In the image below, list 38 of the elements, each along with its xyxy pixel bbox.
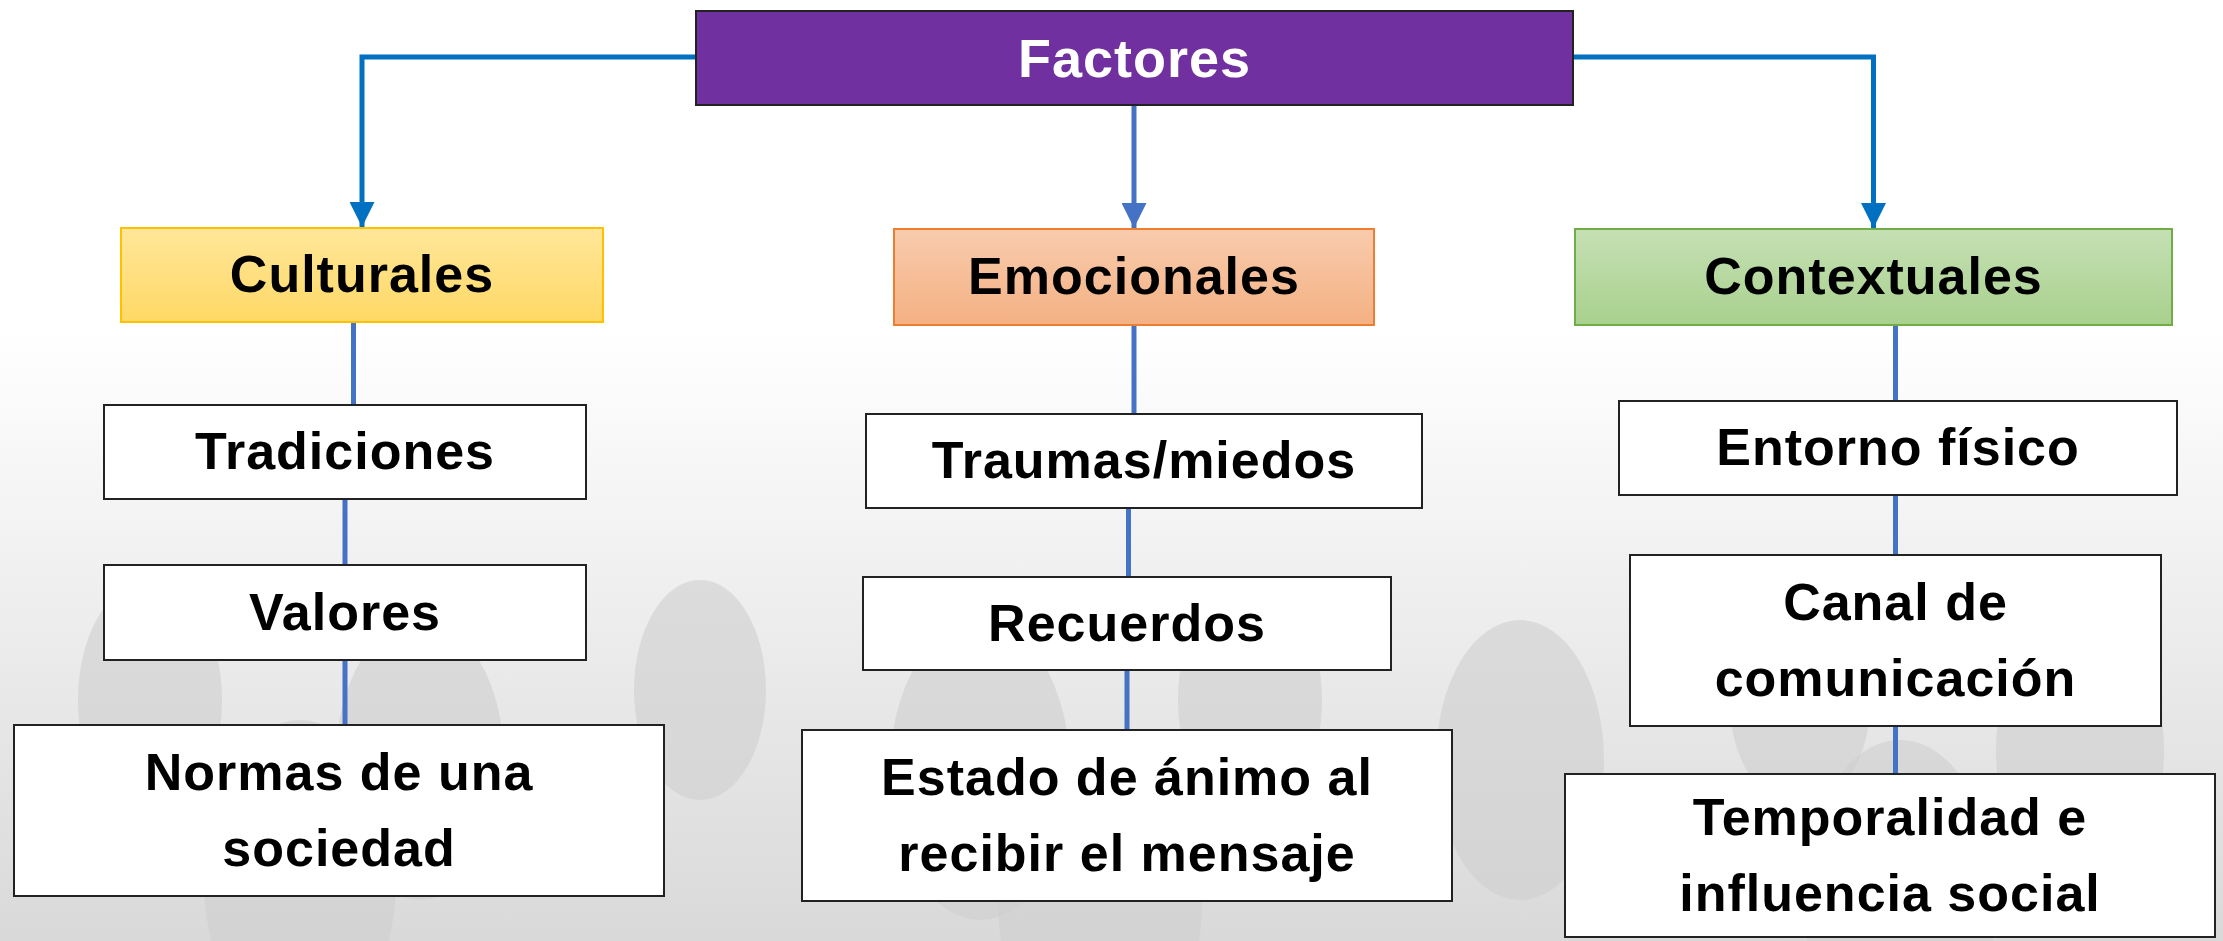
- box-label: Culturales: [229, 244, 495, 306]
- box-label: Entorno físico: [1716, 417, 2080, 479]
- box-label: Emocionales: [968, 246, 1300, 308]
- box-label: Tradiciones: [195, 421, 495, 483]
- box-label: Recuerdos: [988, 592, 1266, 654]
- category-box: [120, 227, 604, 323]
- arrow: [1574, 54, 1886, 228]
- arrow: [1121, 106, 1147, 228]
- connector-line: [342, 661, 348, 724]
- factor-box: [103, 404, 587, 500]
- box-label: Temporalidad e influencia social: [1678, 787, 2102, 924]
- connector-line: [1131, 326, 1137, 413]
- box-label: Canal de comunicación: [1713, 572, 2078, 709]
- factor-box: [103, 564, 587, 661]
- factor-box: [862, 576, 1392, 671]
- box-label: Factores: [1017, 26, 1252, 90]
- factor-box: [1564, 773, 2216, 938]
- category-box: [893, 228, 1375, 326]
- connector-line: [1126, 509, 1131, 576]
- factor-box: [1629, 554, 2162, 727]
- factor-box: [13, 724, 665, 897]
- arrow: [349, 54, 695, 227]
- box-label: Estado de ánimo al recibir el mensaje: [880, 747, 1374, 884]
- box-label: Normas de una sociedad: [143, 742, 535, 879]
- connector-line: [1893, 727, 1898, 773]
- factor-box: [801, 729, 1453, 902]
- factor-box: [1618, 400, 2178, 496]
- box-label: Contextuales: [1704, 246, 2043, 308]
- box-label: Valores: [249, 581, 441, 643]
- connector-line: [1124, 671, 1130, 729]
- connector-line: [1893, 496, 1898, 554]
- connector-line: [351, 323, 356, 404]
- title-box: [695, 10, 1574, 106]
- factor-box: [865, 413, 1423, 509]
- connector-line: [1893, 326, 1898, 400]
- connector-line: [342, 500, 348, 564]
- category-box: [1574, 228, 2173, 326]
- box-label: Traumas/miedos: [931, 430, 1357, 492]
